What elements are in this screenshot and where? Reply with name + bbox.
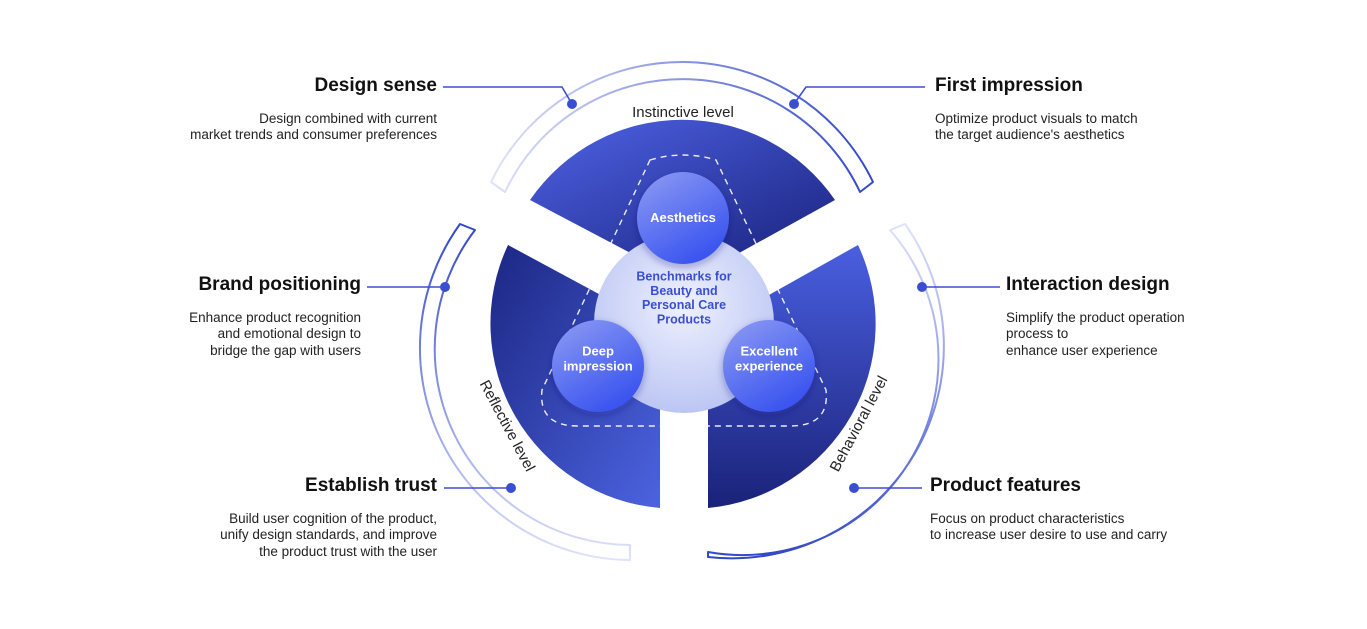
- band-instinctive: [490, 60, 874, 193]
- callout-brand-positioning: Brand positioning Enhance product recogn…: [61, 274, 361, 359]
- pillar-deep-impression: [552, 320, 644, 412]
- callout-description: Enhance product recognition and emotiona…: [189, 309, 361, 358]
- callout-title: Product features: [930, 475, 1081, 496]
- callout-title: First impression: [935, 75, 1083, 96]
- callout-establish-trust: Establish trust Build user cognition of …: [137, 475, 437, 560]
- callout-product-features: Product features Focus on product charac…: [930, 475, 1230, 544]
- callout-title: Establish trust: [305, 475, 437, 496]
- callout-description: Simplify the product operation process t…: [1006, 309, 1185, 358]
- dashed-triangle: [540, 154, 828, 427]
- callout-title: Design sense: [314, 75, 438, 96]
- connector-dots: [440, 99, 927, 493]
- callout-title: Interaction design: [1006, 274, 1170, 295]
- pillar-aesthetics-label: Aesthetics: [650, 210, 716, 225]
- level-instinctive: Instinctive level: [632, 104, 734, 121]
- callout-description: Focus on product characteristics to incr…: [930, 510, 1168, 543]
- pillar-aesthetics: [637, 172, 729, 264]
- callout-description: Design combined with current market tren…: [190, 110, 437, 143]
- callout-interaction-design: Interaction design Simplify the product …: [1006, 274, 1306, 359]
- callout-design-sense: Design sense Design combined with curren…: [137, 75, 438, 144]
- band-reflective: [418, 223, 631, 561]
- band-behavioral: [707, 223, 945, 560]
- connectors: [367, 86, 1000, 489]
- callout-description: Optimize product visuals to match the ta…: [935, 110, 1138, 143]
- pillar-excellent-experience: [723, 320, 815, 412]
- callout-first-impression: First impression Optimize product visual…: [935, 75, 1235, 144]
- callout-title: Brand positioning: [198, 274, 361, 295]
- callout-description: Build user cognition of the product, uni…: [220, 510, 437, 559]
